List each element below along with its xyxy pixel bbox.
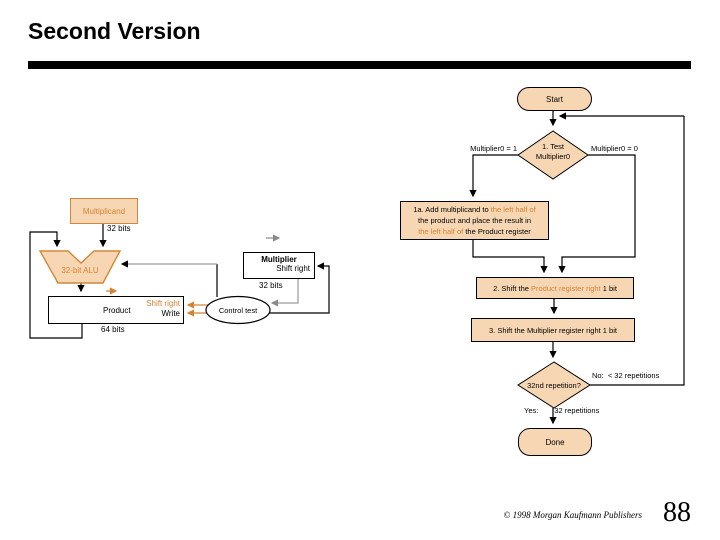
product-bits-label: 64 bits — [101, 325, 125, 334]
title-underline — [28, 61, 691, 69]
product-write-label: Write — [161, 309, 180, 318]
multiplier-label: Multiplier — [261, 255, 297, 264]
page-title: Second Version — [28, 18, 201, 44]
no-branch-label: No: < 32 repetitions — [592, 371, 660, 380]
flowchart-connectors — [469, 109, 685, 425]
repetition-diamond — [517, 361, 591, 409]
step-2-box: 2. Shift the Product register right 1 bi… — [476, 277, 634, 299]
control-test-ellipse — [205, 295, 271, 325]
yes-branch-label: Yes: 32 repetitions — [524, 406, 599, 415]
product-feedback-loop — [29, 231, 83, 339]
start-node: Start — [517, 87, 592, 111]
page-number: 88 — [663, 497, 691, 528]
repetition-test-text: 32nd repetition? — [527, 381, 581, 390]
step-3-text: 3. Shift the Multiplier register right 1… — [489, 325, 617, 335]
test-multiplier0-text: 1. Test Multiplier0 — [513, 142, 593, 162]
multiplicand-register: Multiplicand — [70, 198, 138, 224]
alu-label: 32-bit ALU — [61, 266, 99, 275]
product-shift-label: Shift right — [146, 299, 180, 308]
step-2-text: 2. Shift the Product register right 1 bi… — [493, 283, 617, 293]
done-label: Done — [545, 437, 565, 447]
done-node: Done — [518, 428, 592, 456]
multiplier-shift-label: Shift right — [276, 264, 310, 273]
multiplier0-to-control-line — [270, 277, 299, 307]
box1a-to-box2-line — [472, 238, 548, 274]
branch-left-label: Multiplier0 = 1 — [470, 144, 517, 153]
control-to-multiplier-line — [269, 262, 330, 314]
multiplier-bits-label: 32 bits — [259, 281, 283, 290]
control-test-label: Control test — [218, 306, 258, 315]
step-1a-line2: the product and place the result in — [418, 216, 531, 225]
branch-right-line — [558, 154, 636, 274]
alu-shape — [38, 250, 122, 284]
test-multiplier0-diamond — [517, 130, 589, 180]
datapath-wires — [29, 222, 330, 339]
test1-line1: 1. Test — [542, 142, 564, 151]
branch-left-line — [469, 154, 518, 198]
branch-right-label: Multiplier0 = 0 — [591, 144, 638, 153]
yes-label-prefix: Yes: — [524, 406, 539, 415]
multiplicand-bits-label: 32 bits — [107, 224, 131, 233]
no-loop-line — [590, 116, 685, 386]
copyright-footer: © 1998 Morgan Kaufmann Publishers — [503, 510, 642, 520]
step-1a-box: 1a. Add multiplicand to the left half of… — [400, 201, 549, 240]
multiplier-register: Multiplier Shift right — [243, 252, 315, 279]
test1-line2: Multiplier0 — [535, 152, 571, 161]
step-3-box: 3. Shift the Multiplier register right 1… — [471, 318, 635, 342]
yes-label-suffix: 32 repetitions — [554, 406, 600, 415]
product-register: Product Shift right Write — [48, 296, 184, 324]
multiplicand-label: Multiplicand — [82, 206, 126, 216]
step-1a-line3: the left half of the Product register — [418, 227, 531, 236]
step-1a-line1: 1a. Add multiplicand to the left half of — [413, 205, 536, 214]
start-label: Start — [546, 94, 563, 104]
product-label: Product — [103, 306, 131, 315]
